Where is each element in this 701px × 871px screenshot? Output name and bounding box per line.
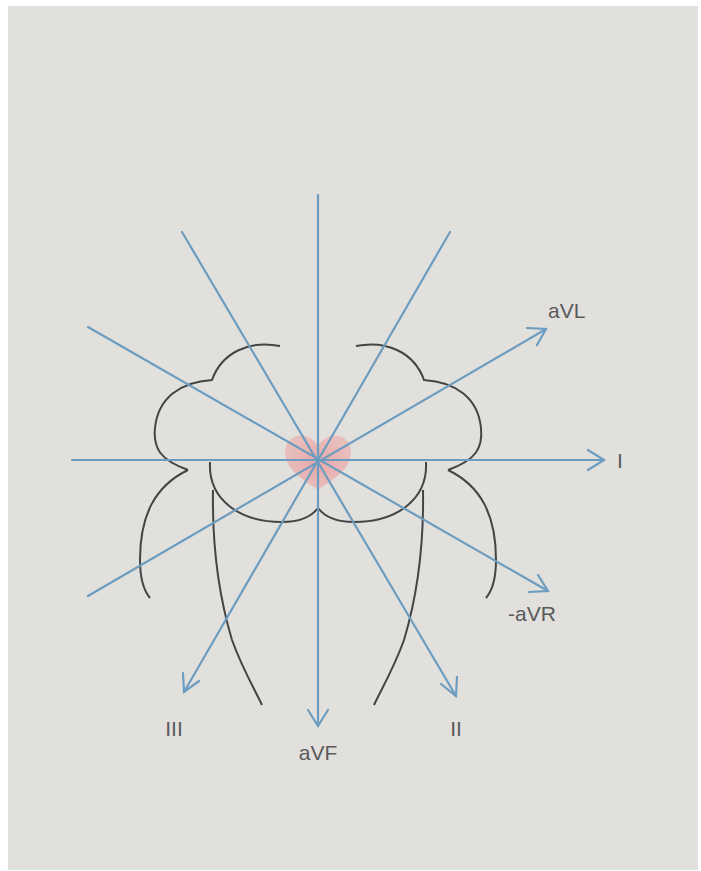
lead-label-avl: aVL xyxy=(548,300,585,321)
lead-label-i: I xyxy=(617,450,623,471)
lead-label-avf: aVF xyxy=(299,742,338,763)
lead-label-ii: II xyxy=(450,718,462,739)
lead-label-neg-avr: -aVR xyxy=(508,603,556,624)
lead-axes xyxy=(72,195,604,726)
lead-label-iii: III xyxy=(165,718,183,739)
background-panel xyxy=(8,6,698,870)
